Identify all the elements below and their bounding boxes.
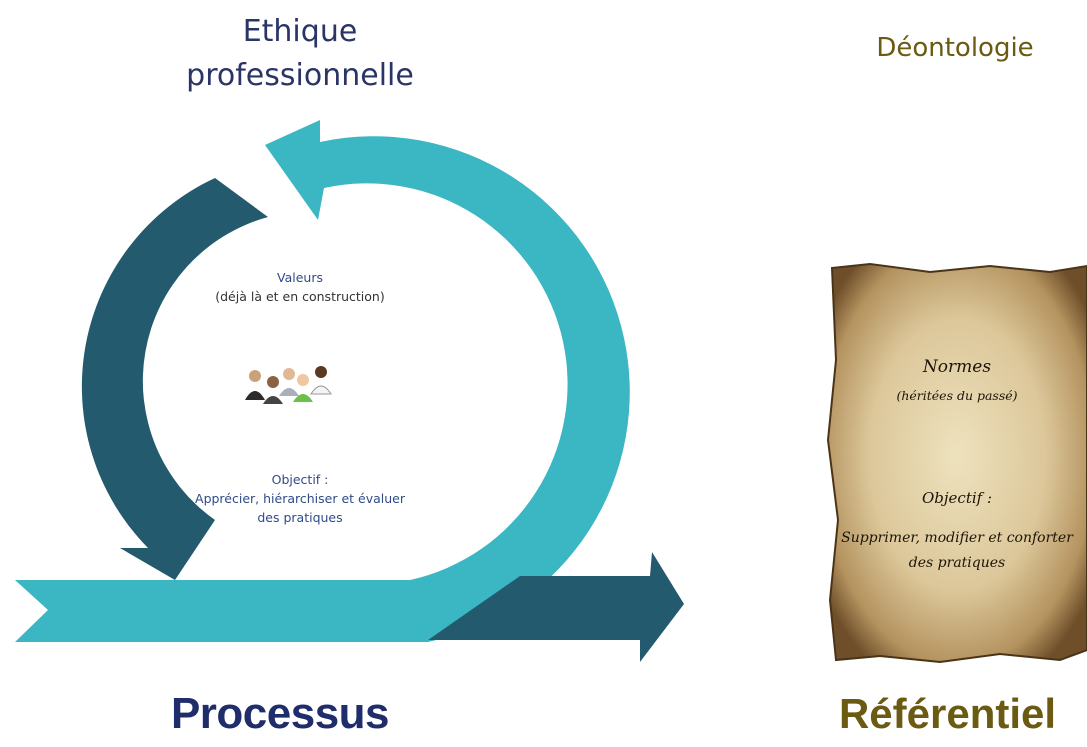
objectif-text: Apprécier, hiérarchiser et évaluer des p… (195, 491, 405, 525)
group-of-people-icon (245, 366, 332, 404)
cycle-light-arc (15, 120, 630, 642)
parchment-paper (826, 262, 1087, 664)
normes-heading: Normes (922, 357, 992, 377)
objectif-processus: Objectif : Apprécier, hiérarchiser et év… (185, 470, 415, 527)
valeurs-text: Valeurs (déjà là et en construction) (210, 268, 390, 306)
objectif-referentiel-label: Objectif : (921, 489, 993, 507)
processus-caption: Processus (170, 689, 390, 738)
ethique-title: Ethique professionnelle (186, 14, 414, 93)
valeurs-label: Valeurs (277, 270, 323, 285)
referentiel-caption: Référentiel (838, 690, 1057, 737)
valeurs-subtext: (déjà là et en construction) (215, 289, 385, 304)
normes-subtext: (héritées du passé) (896, 388, 1018, 403)
objectif-referentiel-text: Supprimer, modifier et conforter des pra… (841, 530, 1073, 571)
objectif-label: Objectif : (271, 472, 329, 487)
cycle-dark-arc (81, 178, 268, 580)
forward-arrow (428, 552, 684, 662)
deontologie-title: Déontologie (876, 33, 1034, 63)
